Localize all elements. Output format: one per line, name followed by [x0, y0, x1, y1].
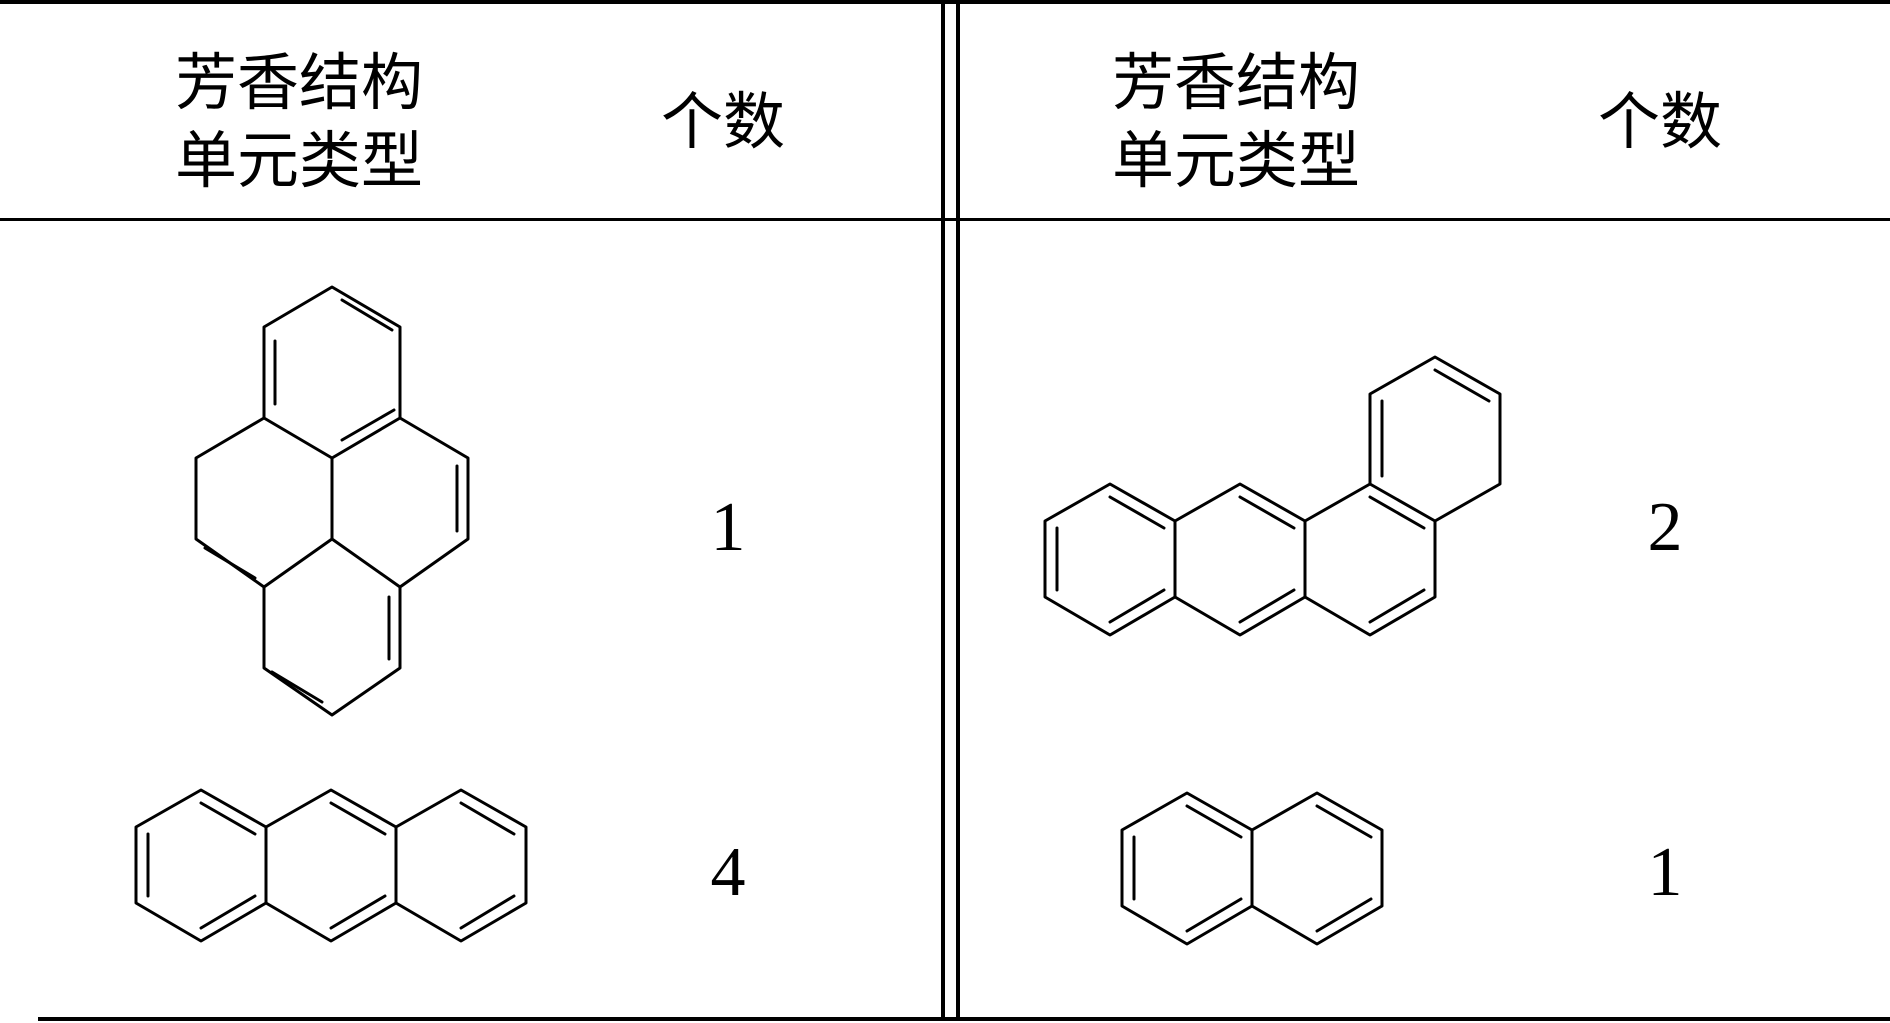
- right-type-header-line1: 芳香结构: [1111, 46, 1360, 119]
- divider-right: [956, 0, 960, 1021]
- right-count-header: 个数: [1597, 85, 1722, 158]
- bottom-rule: [38, 1017, 1890, 1021]
- left-type-header-line1: 芳香结构: [174, 46, 423, 119]
- count-benz-a-anthracene: 2: [1647, 489, 1683, 566]
- right-type-header-line2: 单元类型: [1111, 124, 1360, 197]
- top-rule: [0, 0, 1890, 4]
- benz-a-anthracene-structure-icon: [1043, 355, 1502, 637]
- divider-left: [941, 0, 945, 1021]
- left-type-header: 芳香结构 单元类型: [164, 44, 434, 200]
- naphthalene-structure-icon: [1120, 791, 1384, 946]
- right-type-header: 芳香结构 单元类型: [1101, 44, 1371, 200]
- count-dihydropyrene: 1: [710, 489, 746, 566]
- left-count-header: 个数: [660, 85, 785, 158]
- header-rule: [0, 218, 1890, 221]
- anthracene-structure-icon: [134, 788, 528, 943]
- left-type-header-line2: 单元类型: [174, 124, 423, 197]
- count-naphthalene: 1: [1647, 834, 1683, 911]
- dihydropyrene-structure-icon: [194, 285, 470, 717]
- count-anthracene: 4: [710, 834, 746, 911]
